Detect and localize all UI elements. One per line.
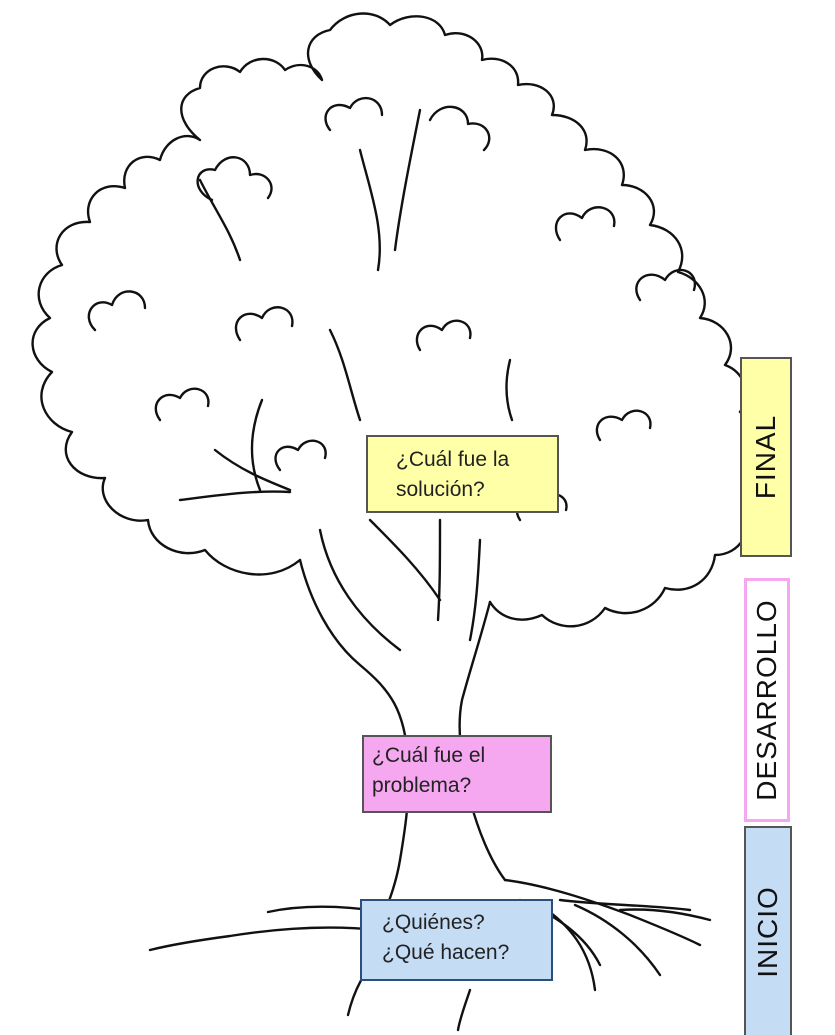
characters-question-box: ¿Quiénes? ¿Qué hacen?	[360, 899, 553, 981]
problem-question-line2: problema?	[372, 774, 472, 797]
problem-question-line1: ¿Cuál fue el	[372, 744, 486, 767]
problem-question-box: ¿Cuál fue el problema?	[362, 735, 552, 813]
solution-question-line1: ¿Cuál fue la	[396, 448, 510, 471]
start-section-label: INICIO	[744, 826, 792, 1035]
start-label-text: INICIO	[752, 885, 783, 978]
development-section-label: DESARROLLO	[744, 578, 790, 822]
final-label-text: FINAL	[750, 414, 781, 500]
characters-question-line2: ¿Qué hacen?	[382, 941, 510, 964]
tree-crown-outline	[31, 12, 761, 628]
final-section-label: FINAL	[740, 357, 792, 557]
tree-roots	[148, 926, 380, 952]
development-label-text: DESARROLLO	[751, 599, 782, 801]
characters-question-line1: ¿Quiénes?	[382, 911, 485, 934]
solution-question-line2: solución?	[396, 478, 485, 501]
solution-question-box: ¿Cuál fue la solución?	[366, 435, 559, 513]
